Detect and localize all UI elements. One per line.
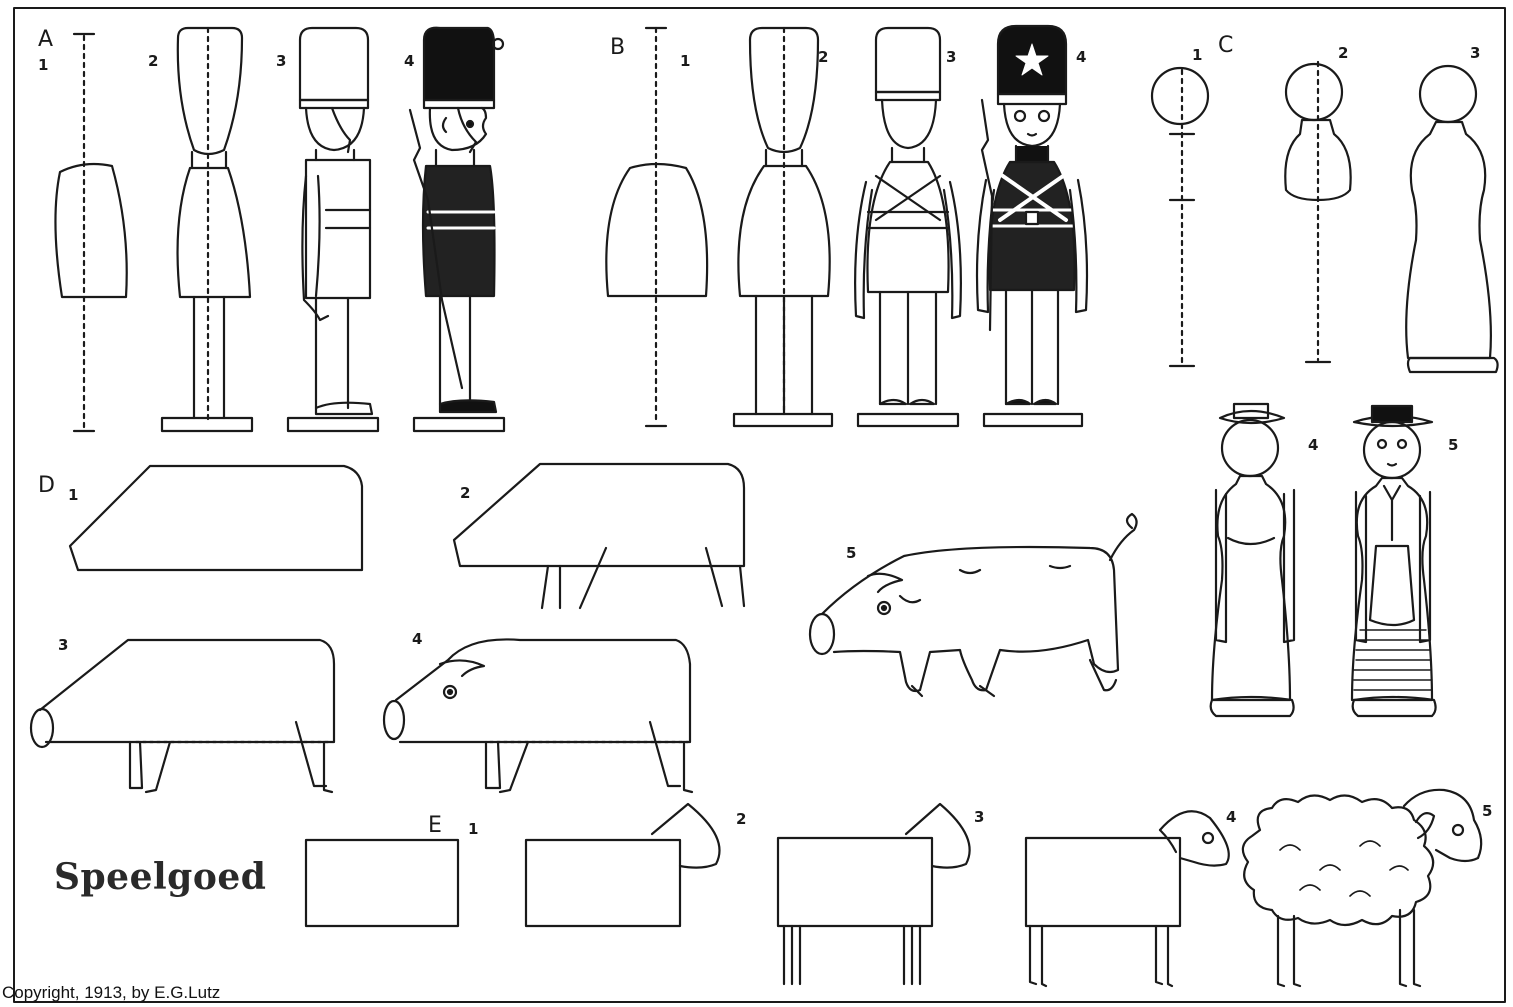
soldier-side-step-4 xyxy=(408,26,506,433)
section-e-step-2: 2 xyxy=(736,810,746,828)
soldier-front-step-2 xyxy=(732,26,834,428)
section-b-step-2: 2 xyxy=(818,48,828,66)
soldier-side-step-3 xyxy=(286,26,380,433)
section-a-step-4: 4 xyxy=(404,52,414,70)
pig-step-4 xyxy=(382,638,694,794)
sheep-step-1 xyxy=(304,838,460,928)
doll-step-1 xyxy=(1150,66,1210,368)
section-e-step-5: 5 xyxy=(1482,802,1492,820)
section-e-step-1: 1 xyxy=(468,820,478,838)
section-d-step-3: 3 xyxy=(58,636,68,654)
pig-step-1 xyxy=(68,464,364,572)
section-d-step-2: 2 xyxy=(460,484,470,502)
section-d: D 1 2 3 4 5 xyxy=(29,462,1138,794)
doll-step-3 xyxy=(1405,64,1499,374)
soldier-front-step-4 xyxy=(975,24,1089,428)
doll-step-4 xyxy=(1209,402,1296,718)
section-e: E 1 2 3 4 5 xyxy=(304,788,1492,988)
section-b-letter: B xyxy=(610,35,625,60)
sheep-step-3 xyxy=(776,802,971,986)
copyright-notice: Copyright, 1913, by E.G.Lutz xyxy=(2,983,221,1002)
page-title: Speelgoed xyxy=(54,856,267,898)
section-e-step-3: 3 xyxy=(974,808,984,826)
sheep-step-4 xyxy=(1024,810,1230,988)
section-c-step-4: 4 xyxy=(1308,436,1318,454)
section-c-step-2: 2 xyxy=(1338,44,1348,62)
section-c: C 1 2 3 4 5 xyxy=(1150,33,1499,718)
soldier-side-step-1 xyxy=(54,32,128,433)
section-b-step-3: 3 xyxy=(946,48,956,66)
doll-step-5 xyxy=(1350,404,1437,718)
section-e-letter: E xyxy=(428,813,442,838)
pig-step-3 xyxy=(29,638,336,794)
section-a-step-3: 3 xyxy=(276,52,286,70)
sheep-step-2 xyxy=(524,802,721,928)
section-b-step-4: 4 xyxy=(1076,48,1086,66)
pig-step-5 xyxy=(808,512,1138,698)
pig-step-2 xyxy=(452,462,746,610)
soldier-front-step-3 xyxy=(854,26,962,428)
section-c-step-5: 5 xyxy=(1448,436,1458,454)
soldier-side-step-2 xyxy=(160,26,254,433)
section-c-step-1: 1 xyxy=(1192,46,1202,64)
section-a: A 1 2 3 4 xyxy=(38,26,506,433)
section-b: B 1 2 3 4 xyxy=(605,24,1089,428)
soldier-front-step-1 xyxy=(605,26,709,428)
sheep-step-5 xyxy=(1241,788,1483,988)
section-d-step-4: 4 xyxy=(412,630,422,648)
section-a-step-2: 2 xyxy=(148,52,158,70)
section-a-letter: A xyxy=(38,27,53,52)
doll-step-2 xyxy=(1284,60,1352,364)
section-d-letter: D xyxy=(38,473,55,498)
section-c-step-3: 3 xyxy=(1470,44,1480,62)
section-b-step-1: 1 xyxy=(680,52,690,70)
section-d-step-5: 5 xyxy=(846,544,856,562)
section-a-step-1: 1 xyxy=(38,56,48,74)
section-c-letter: C xyxy=(1218,33,1233,58)
section-e-step-4: 4 xyxy=(1226,808,1236,826)
frame-border xyxy=(13,7,1506,1003)
section-d-step-1: 1 xyxy=(68,486,78,504)
